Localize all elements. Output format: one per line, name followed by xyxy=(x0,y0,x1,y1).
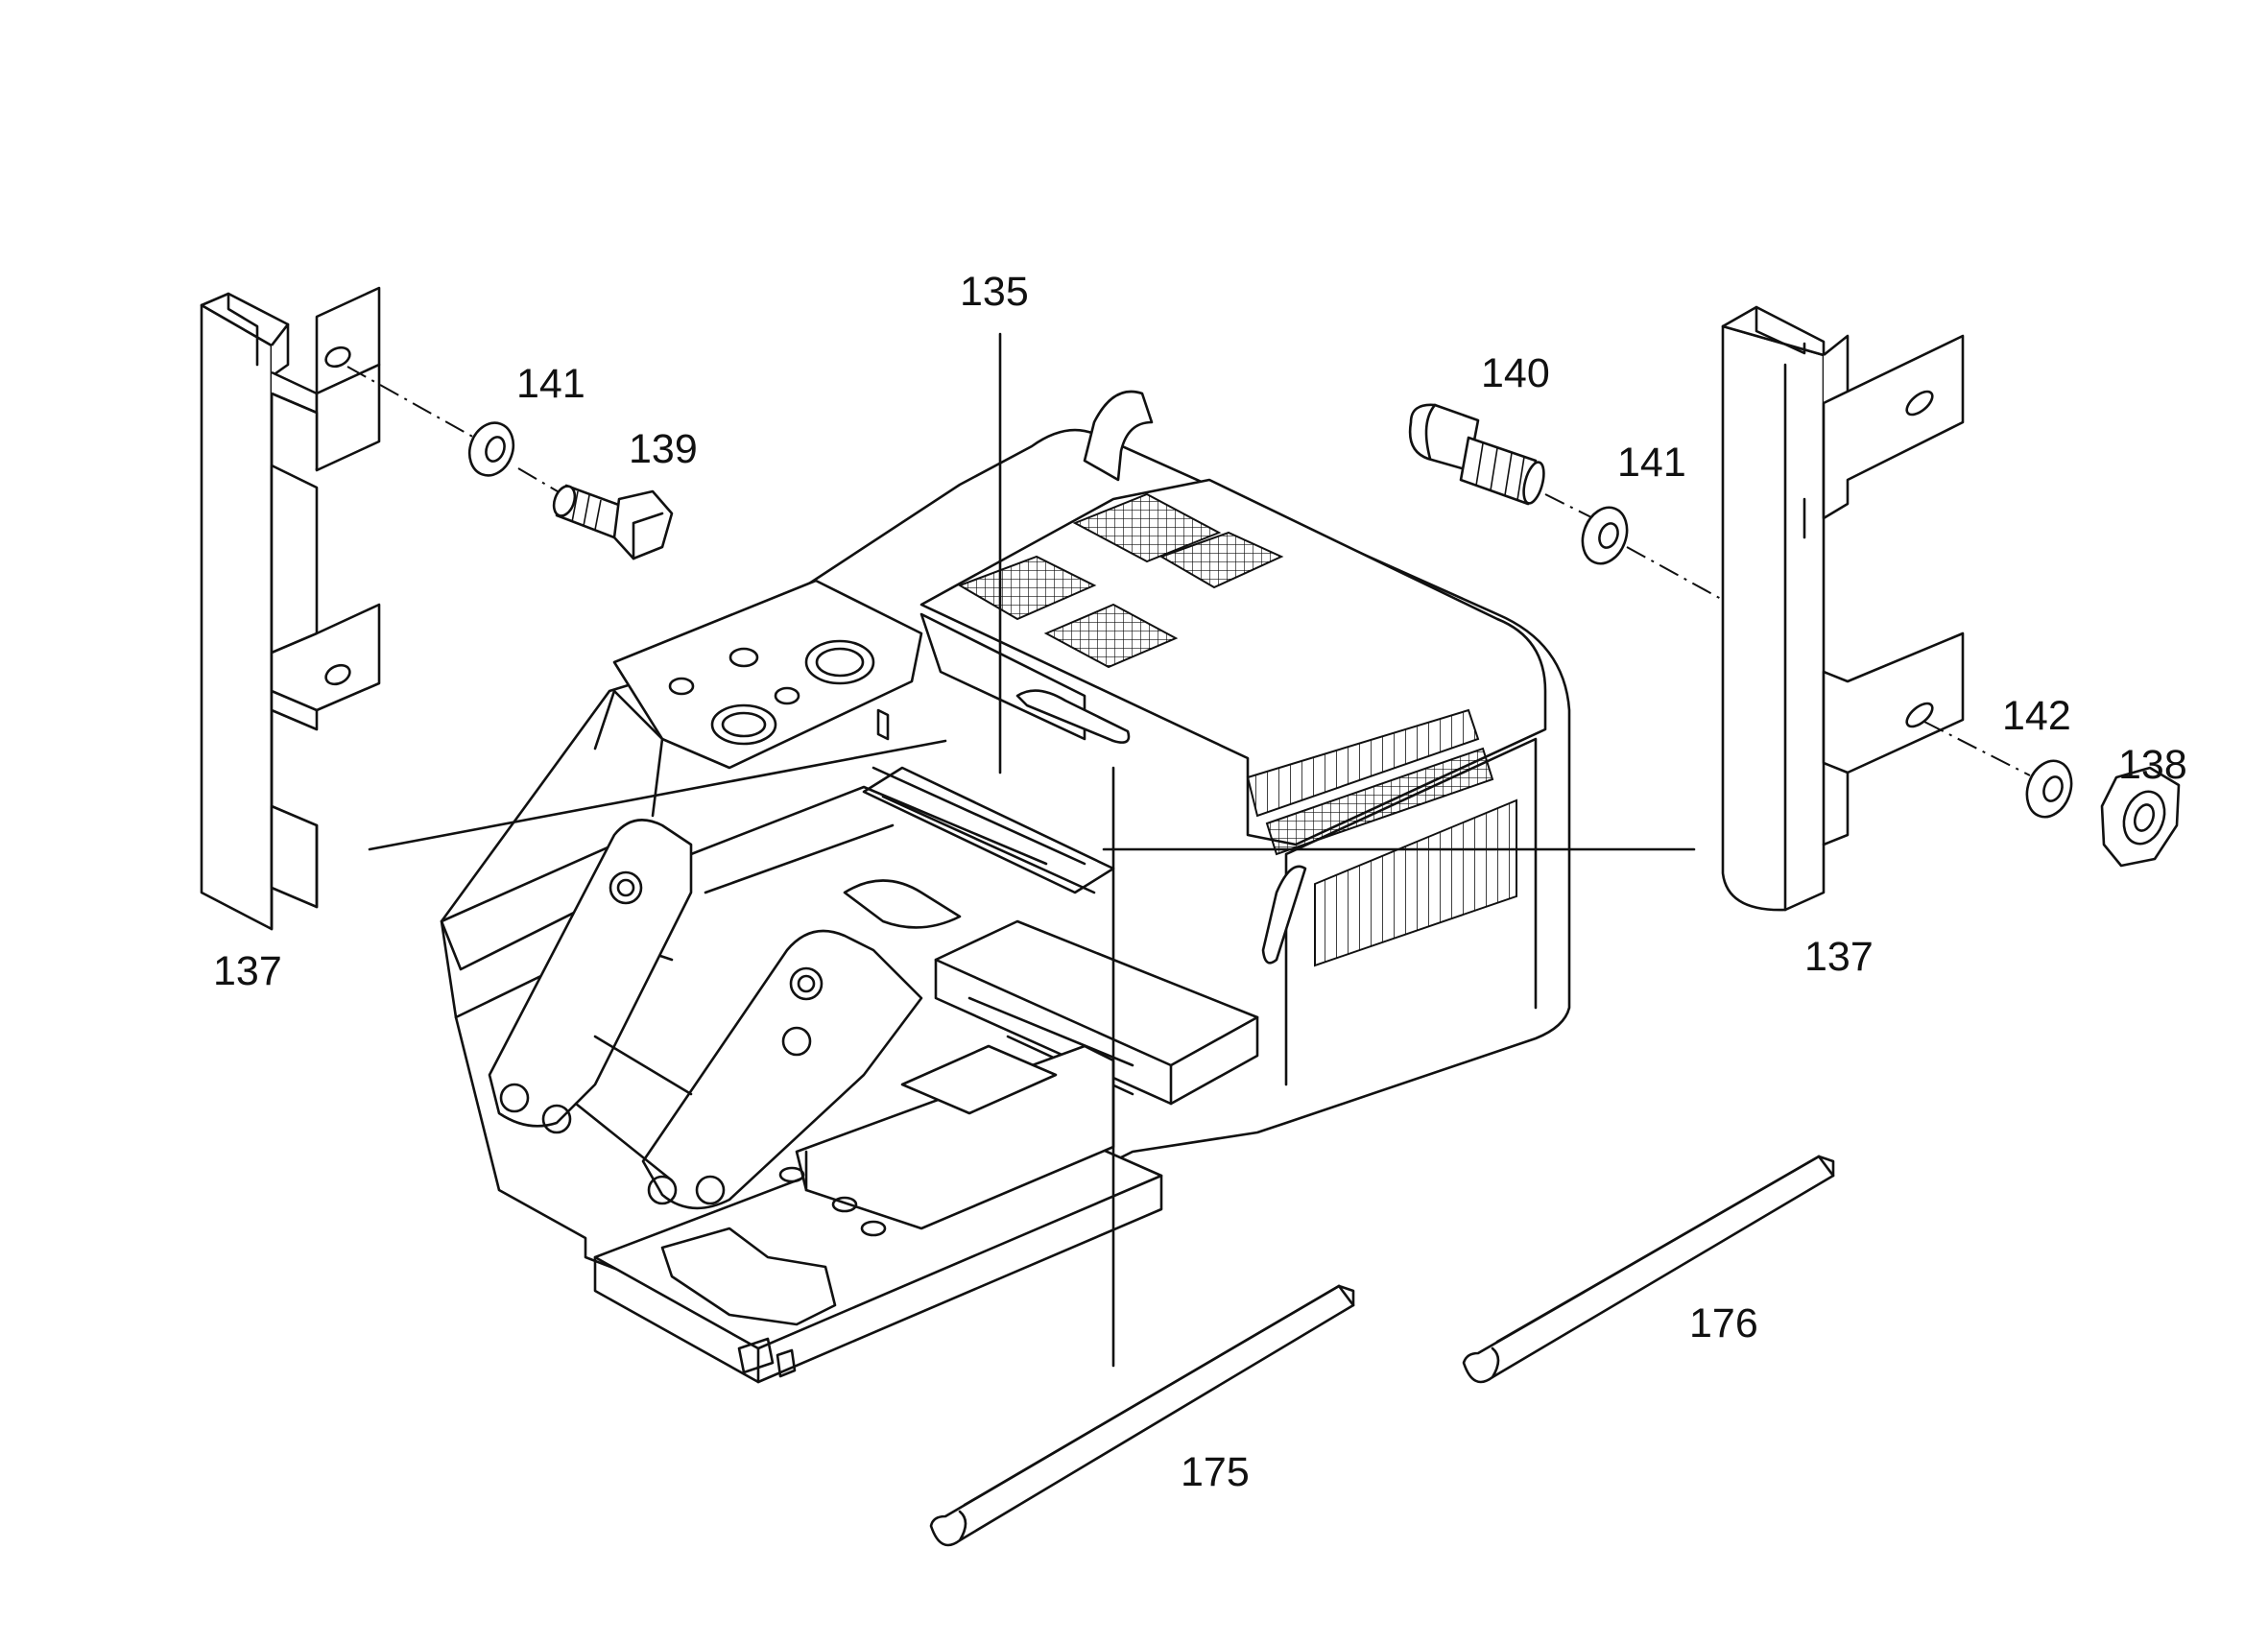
right-bracket-137 xyxy=(1721,305,1965,912)
label-141-right: 141 xyxy=(1617,440,1686,486)
left-bracket-137 xyxy=(200,286,381,931)
nut-138 xyxy=(2100,766,2181,868)
label-176: 176 xyxy=(1689,1300,1758,1346)
label-138: 138 xyxy=(2118,742,2187,788)
rubber-strip-175 xyxy=(929,1284,1355,1547)
main-chassis-135 xyxy=(440,390,1571,1307)
centerline-left xyxy=(346,366,486,444)
bolt-140 xyxy=(1408,403,1545,506)
washer-142 xyxy=(2025,759,2073,819)
cab-floor-plate xyxy=(593,1044,1163,1384)
label-142: 142 xyxy=(2002,693,2071,739)
leader-lines xyxy=(368,332,1696,1368)
washer-141-left xyxy=(467,421,515,477)
label-137-left: 137 xyxy=(213,948,282,994)
label-175: 175 xyxy=(1181,1449,1250,1495)
label-139: 139 xyxy=(629,426,698,472)
boom-mount xyxy=(488,819,923,1210)
label-140: 140 xyxy=(1481,350,1550,396)
label-135: 135 xyxy=(960,269,1029,315)
rubber-strip-176 xyxy=(1462,1155,1835,1384)
washer-141-right xyxy=(1581,506,1629,565)
label-141-left: 141 xyxy=(516,361,585,407)
bolt-139 xyxy=(552,484,674,560)
label-137-right: 137 xyxy=(1804,934,1874,980)
